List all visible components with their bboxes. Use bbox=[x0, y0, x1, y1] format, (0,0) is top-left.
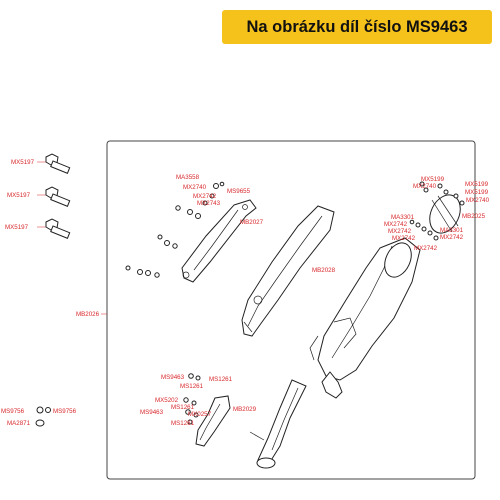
label-mx5197-top: MX5197 bbox=[11, 159, 35, 166]
bolt-mx5197-middle bbox=[37, 186, 71, 207]
label-mx2743: MX2743 bbox=[197, 200, 221, 207]
label-ms1261-bottom: MS1261 bbox=[171, 420, 195, 427]
label-ms9756-right: MS9756 bbox=[53, 408, 77, 415]
label-mx2740-right: MX2740 bbox=[466, 197, 490, 204]
heat-shield-mb2028 bbox=[241, 205, 335, 337]
label-mb2027: MB2027 bbox=[240, 219, 264, 226]
label-ma3301-right: MA3301 bbox=[440, 227, 464, 234]
label-ma3301-left: MA3301 bbox=[391, 214, 415, 221]
label-mx5199-right-2: MX5199 bbox=[465, 189, 489, 196]
label-mb2026: MB2026 bbox=[76, 311, 100, 318]
label-ms9463-bottom: MS9463 bbox=[140, 409, 164, 416]
front-bracket-hardware bbox=[183, 373, 201, 425]
label-mx2742-left: MX2742 bbox=[193, 193, 217, 200]
label-mb2028: MB2028 bbox=[312, 267, 336, 274]
part-number-banner: Na obrázku díl číslo MS9463 bbox=[222, 10, 492, 44]
label-ma3558: MA3558 bbox=[176, 174, 200, 181]
label-mx2742-mid: MX2742 bbox=[384, 221, 408, 228]
label-mx5197-bottom: MX5197 bbox=[5, 224, 29, 231]
label-mx2740-left: MX2740 bbox=[183, 184, 207, 191]
bracket-hardware bbox=[125, 181, 225, 278]
label-ms1261-mid: MS1261 bbox=[171, 404, 195, 411]
heat-shield-bracket-mb2027 bbox=[181, 199, 257, 283]
label-mx2742-left-2: MX2742 bbox=[388, 228, 412, 235]
label-mx5202: MX5202 bbox=[155, 397, 179, 404]
exhaust-pipe bbox=[249, 379, 307, 469]
end-cap-mb2025 bbox=[429, 194, 461, 234]
label-mb2029: MB2029 bbox=[233, 406, 257, 413]
label-mx2742-right: MX2742 bbox=[440, 234, 464, 241]
label-ma2871: MA2871 bbox=[7, 420, 31, 427]
label-ms9756-left: MS9756 bbox=[1, 408, 25, 415]
end-cap-screws bbox=[409, 181, 465, 241]
label-mx5197-middle: MX5197 bbox=[7, 192, 31, 199]
label-mx2742-bottom: MX2742 bbox=[414, 245, 438, 252]
label-mx5199-top: MX5199 bbox=[421, 176, 445, 183]
label-mx2742-left-3: MX2742 bbox=[392, 235, 416, 242]
front-bracket-mb2029 bbox=[195, 395, 231, 447]
label-mx0257: MX0257 bbox=[188, 411, 212, 418]
label-mx2740-top: MX2740 bbox=[413, 183, 437, 190]
label-ms9655: MS9655 bbox=[227, 188, 251, 195]
label-mx5199-right: MX5199 bbox=[465, 181, 489, 188]
label-ms9463-top: MS9463 bbox=[161, 374, 185, 381]
bolt-mx5197-top bbox=[37, 153, 71, 174]
washer-group-ms9756 bbox=[35, 406, 51, 427]
banner-text: Na obrázku díl číslo MS9463 bbox=[246, 17, 468, 36]
part-labels: MX5197 MX5197 MX5197 MB2026 MS9756 MS975… bbox=[1, 159, 490, 427]
diagram-frame bbox=[106, 140, 476, 480]
label-mb2025: MB2025 bbox=[462, 213, 486, 220]
muffler-body bbox=[309, 237, 421, 399]
label-ms1261-right: MS1261 bbox=[209, 376, 233, 383]
bolt-mx5197-bottom bbox=[37, 218, 71, 239]
label-ms1261-left: MS1261 bbox=[180, 383, 204, 390]
